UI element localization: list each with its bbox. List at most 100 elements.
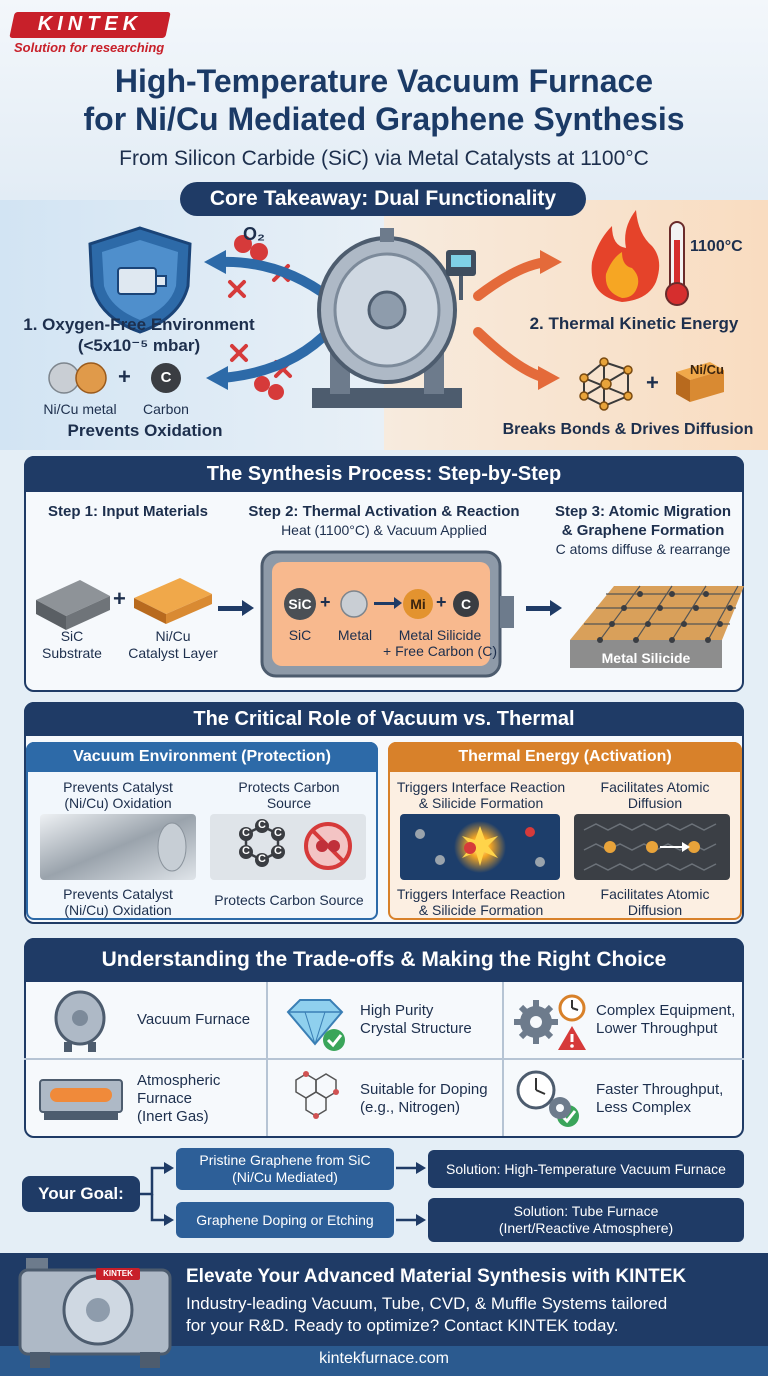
silicide-atom-icon [403,589,433,619]
footer-body-line1: Industry-leading Vacuum, Tube, CVD, & Mu… [186,1294,668,1313]
small-furnace-icon [54,990,106,1052]
sic-label-line2: Substrate [42,645,102,661]
diamond-icon [286,999,344,1046]
thermal-a-top-line1: Triggers Interface Reaction [396,779,566,795]
carbon-atom-label: C [274,827,282,839]
carbon-atom-icon [151,363,181,393]
graphene-sheet-icon [570,585,744,668]
reactant-sic-label: SiC [288,627,312,643]
option-atmospheric-line3: (Inert Gas) [137,1108,209,1125]
product-label-line1: Metal Silicide [398,627,482,643]
blue-arrow-icon [215,256,335,383]
vacuum-a-bottom-line1: Prevents Catalyst [63,886,173,902]
atomic-diffusion-image [574,814,730,880]
goal-pristine-graphene[interactable]: Pristine Graphene from SiC (Ni/Cu Mediat… [176,1148,394,1190]
thermal-a-bottom-line2: & Silicide Formation [418,902,544,918]
metal-sphere-icon [48,362,107,394]
tube-furnace-icon [39,1079,123,1120]
thermal-kinetic-title: 2. Thermal Kinetic Energy [529,314,739,333]
thermal-a-top-line2: & Silicide Formation [418,795,544,811]
warning-icon [558,1026,586,1050]
nicu-block-icon [676,362,724,402]
synthesis-process-banner: The Synthesis Process: Step-by-Step [24,456,744,492]
critical-role-graphic [40,814,730,880]
thermometer-icon [665,221,689,306]
solution-tube-line2: (Inert/Reactive Atmosphere) [498,1220,674,1236]
clock-icon [558,994,586,1022]
vacuum-b-top-line1: Protects Carbon [238,779,340,795]
oxygen-free-title: 1. Oxygen-Free Environment [23,315,255,334]
step2-note: Heat (1100°C) & Vacuum Applied [281,522,487,538]
catalyst-label-line2: Catalyst Layer [128,645,218,661]
solution-tube-furnace[interactable]: Solution: Tube Furnace (Inert/Reactive A… [428,1198,744,1242]
your-goal-label: Your Goal: [22,1176,140,1212]
step1-title: Step 1: Input Materials [47,503,209,520]
page-subtitle: From Silicon Carbide (SiC) via Metal Cat… [119,147,649,170]
metal-label: Ni/Cu metal [43,401,117,417]
vacuum-b-bottom: Protects Carbon Source [214,892,364,908]
footer-title: Elevate Your Advanced Material Synthesis… [186,1266,687,1287]
divider [24,1058,744,1060]
plus-sign: + [436,592,447,612]
check-badge-icon [323,1029,579,1127]
thermal-header: Thermal Energy (Activation) [388,742,742,772]
solution-vacuum-text: Solution: High-Temperature Vacuum Furnac… [446,1160,726,1177]
goal-doping-text: Graphene Doping or Etching [196,1211,374,1228]
metal-atom-icon [340,590,368,618]
option-vacuum-furnace: Vacuum Furnace [137,1011,251,1028]
critical-role-banner: The Critical Role of Vacuum vs. Thermal [24,702,744,736]
plus-sign: + [646,370,659,395]
thermal-a-bottom-line1: Triggers Interface Reaction [396,886,566,902]
metal-silicide-label: Metal Silicide [601,650,691,666]
sic-atom-icon [284,588,316,620]
clock-gear-icon [516,1070,571,1119]
goal-connector-graphic [140,1162,426,1226]
sic-substrate-icon [36,580,110,630]
tradeoffs-graphic [39,990,586,1127]
sic-label-line1: SiC [60,628,84,644]
carbon-symbol: C [160,369,172,386]
option-atmospheric-line2: Furnace [137,1090,193,1107]
plus-sign: + [320,592,331,612]
page-title-line1: High-Temperature Vacuum Furnace [114,63,654,99]
nicu-label: Ni/Cu [690,362,724,377]
vacuum-level: (<5x10⁻⁵ mbar) [77,336,201,355]
tradeoffs-banner: Understanding the Trade-offs & Making th… [24,938,744,982]
carbon-atom-label: C [242,827,250,839]
interface-reaction-image [400,814,560,880]
thermal-b-bottom-line2: Diffusion [627,902,683,918]
carbon-atom-label: C [258,853,266,865]
oxygen-label: O₂ [243,224,265,244]
goal-pristine-line2: (Ni/Cu Mediated) [232,1169,338,1185]
step2-title: Step 2: Thermal Activation & Reaction [248,503,520,520]
pro-purity-line1: High Purity [360,1002,434,1019]
gear-icon [514,1000,558,1044]
vacuum-a-top-line2: (Ni/Cu) Oxidation [64,795,172,811]
carbon-atom-label: C [274,845,282,857]
goal-pristine-line1: Pristine Graphene from SiC [199,1152,371,1168]
divider [266,982,268,1136]
synthesis-process-graphic [36,550,744,678]
kintek-logo: KINTEK Solution for researching [9,12,172,56]
pro-doping-line2: (e.g., Nitrogen) [360,1099,461,1116]
logo-tagline: Solution for researching [14,40,165,55]
prevents-oxidation: Prevents Oxidation [67,421,223,440]
product-label-line2: + Free Carbon (C) [383,643,497,659]
footer-body-line2: for your R&D. Ready to optimize? Contact… [186,1316,619,1335]
footer-url-link[interactable]: kintekfurnace.com [319,1350,449,1367]
carbon-label: Carbon [143,401,189,417]
vacuum-header: Vacuum Environment (Protection) [26,742,378,772]
con-faster-line2: Less Complex [596,1099,692,1116]
flame-icon [591,210,660,302]
solution-vacuum-furnace[interactable]: Solution: High-Temperature Vacuum Furnac… [428,1150,744,1188]
reaction-chamber-icon [260,550,514,678]
no-oxygen-icon [304,822,352,870]
con-faster-line1: Faster Throughput, [596,1081,724,1098]
carbon-atom-label: C [242,845,250,857]
solution-tube-line1: Solution: Tube Furnace [513,1203,659,1219]
catalyst-label-line1: Ni/Cu [155,628,191,644]
vacuum-b-top-line2: Source [266,795,312,811]
catalyst-layer-icon [134,578,212,624]
goal-doping-etching[interactable]: Graphene Doping or Etching [176,1202,394,1238]
thermal-b-top-line2: Diffusion [627,795,683,811]
